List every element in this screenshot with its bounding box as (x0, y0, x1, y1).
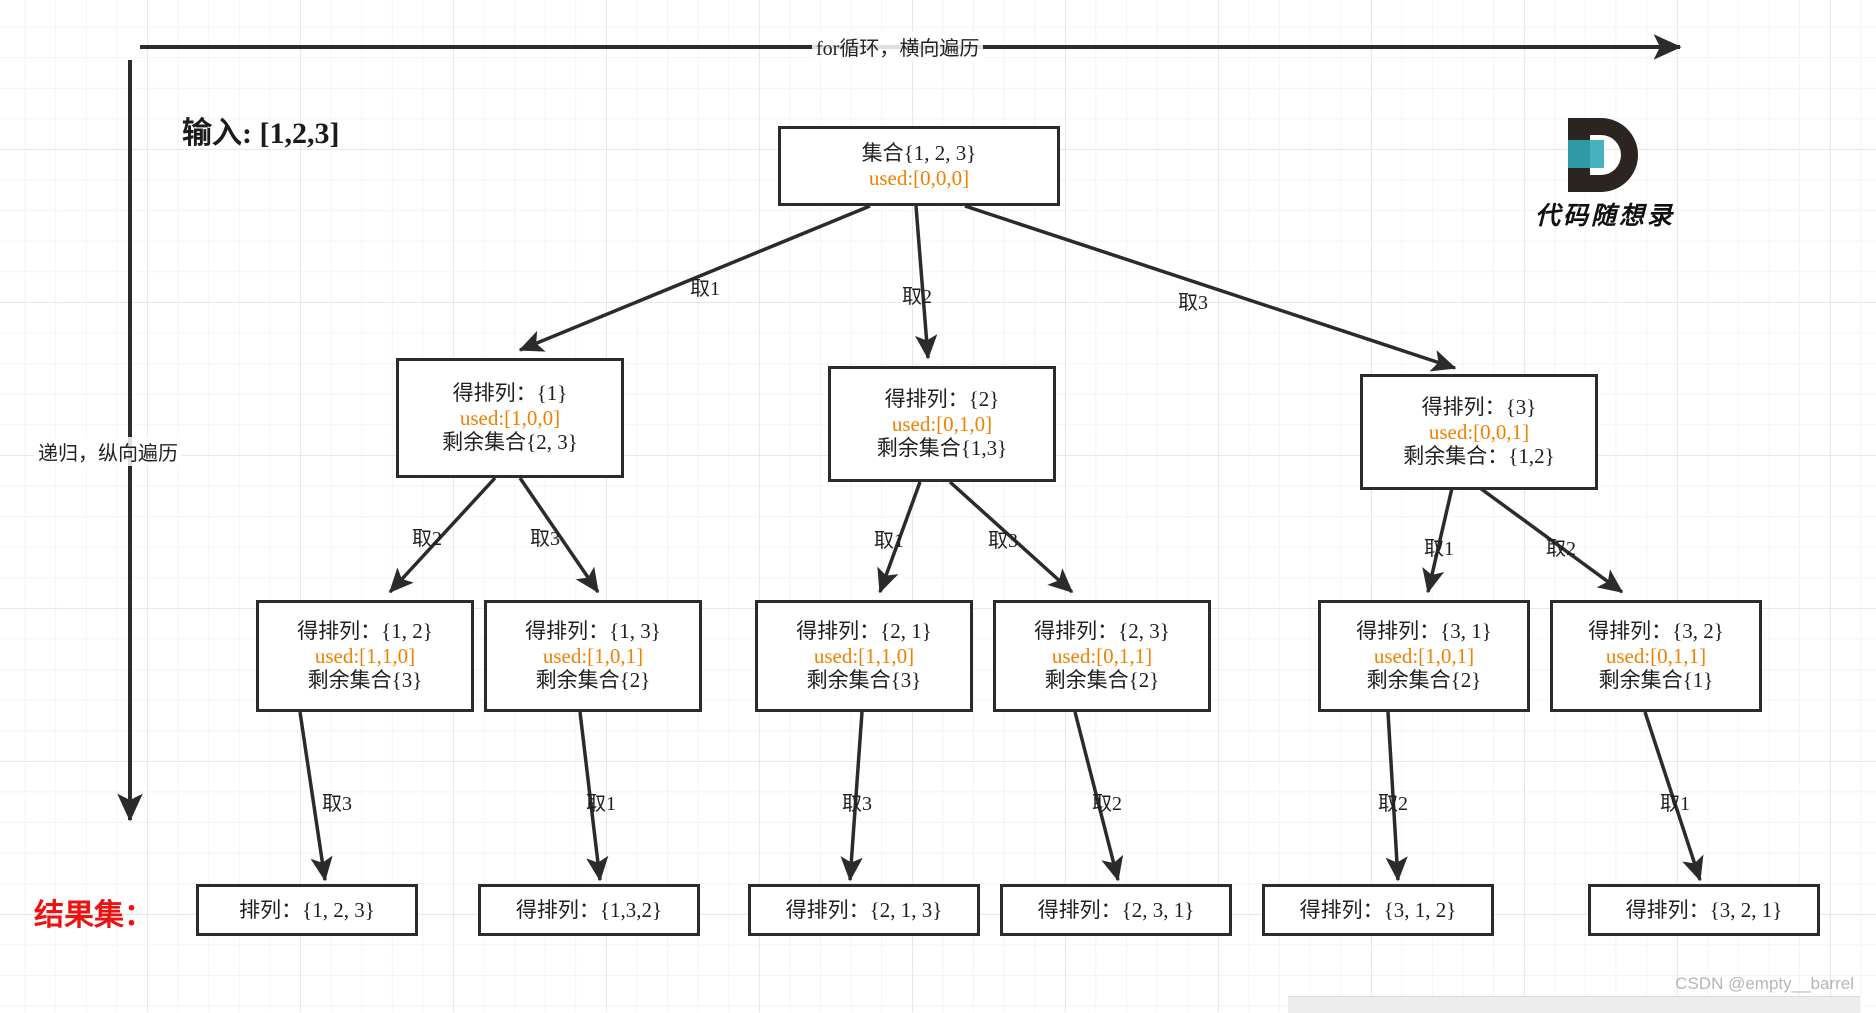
tree-node-l2-6[interactable]: 得排列：{3, 2} used:[0,1,1] 剩余集合{1} (1550, 600, 1762, 712)
edge-label-l1-3-a: 取1 (1424, 538, 1454, 560)
edge-label-leaf-3: 取3 (842, 793, 872, 815)
edge-label-leaf-6: 取1 (1660, 793, 1690, 815)
result-text: 得排列：{3, 2, 1} (1625, 897, 1783, 922)
tree-node-l2-5[interactable]: 得排列：{3, 1} used:[1,0,1] 剩余集合{2} (1318, 600, 1530, 712)
result-text: 得排列：{1,3,2} (515, 897, 663, 922)
edge-label-l1-2-b: 取3 (988, 530, 1018, 552)
axis-label-horizontal: for循环，横向遍历 (812, 32, 984, 61)
node-line-1: 得排列：{3, 2} (1588, 618, 1724, 643)
node-line-3: 剩余集合{3} (307, 668, 423, 693)
node-line-1: 得排列：{2, 1} (796, 618, 932, 643)
node-line-3: 剩余集合{1} (1598, 668, 1714, 693)
result-set-label: 结果集： (34, 899, 154, 932)
node-used-array: used:[1,0,1] (542, 643, 644, 668)
edge-label-l1-1-b: 取3 (530, 528, 560, 550)
edge-label-l1-3-b: 取2 (1546, 538, 1576, 560)
node-line-1: 得排列：{1, 3} (525, 618, 661, 643)
letter-d-icon (1562, 118, 1648, 192)
edge-label-leaf-1: 取3 (322, 793, 352, 815)
tree-node-l2-4[interactable]: 得排列：{2, 3} used:[0,1,1] 剩余集合{2} (993, 600, 1211, 712)
edge-label-root-2: 取2 (902, 286, 932, 308)
result-node-2[interactable]: 得排列：{1,3,2} (478, 884, 700, 936)
node-line-1: 得排列：{2, 3} (1034, 618, 1170, 643)
tree-node-l1-2[interactable]: 得排列：{2} used:[0,1,0] 剩余集合{1,3} (828, 366, 1056, 482)
result-text: 得排列：{2, 1, 3} (785, 897, 943, 922)
edge-label-leaf-5: 取2 (1378, 793, 1408, 815)
node-used-array: used:[1,0,0] (459, 405, 561, 430)
tree-node-root[interactable]: 集合{1, 2, 3} used:[0,0,0] (778, 126, 1060, 206)
node-line-1: 得排列：{1} (452, 380, 568, 405)
node-line-1: 得排列：{3} (1421, 394, 1537, 419)
node-line-1: 得排列：{2} (884, 386, 1000, 411)
edge-label-root-1: 取1 (690, 278, 720, 300)
node-used-array: used:[0,0,0] (868, 166, 970, 190)
node-line-3: 剩余集合{1,3} (876, 436, 1008, 461)
node-line-3: 剩余集合{2} (1366, 668, 1482, 693)
edge-label-leaf-2: 取1 (586, 793, 616, 815)
brand-logo: 代码随想录 (1505, 118, 1705, 232)
node-used-array: used:[1,1,0] (813, 643, 915, 668)
watermark-text: CSDN @empty__barrel (1675, 974, 1854, 993)
tree-node-l2-1[interactable]: 得排列：{1, 2} used:[1,1,0] 剩余集合{3} (256, 600, 474, 712)
edge-label-leaf-4: 取2 (1092, 793, 1122, 815)
node-used-array: used:[0,0,1] (1428, 419, 1530, 444)
result-node-5[interactable]: 得排列：{3, 1, 2} (1262, 884, 1494, 936)
result-node-4[interactable]: 得排列：{2, 3, 1} (1000, 884, 1232, 936)
edge-label-l1-1-a: 取2 (412, 528, 442, 550)
node-line-1: 得排列：{3, 1} (1356, 618, 1492, 643)
node-used-array: used:[1,1,0] (314, 643, 416, 668)
tree-node-l2-3[interactable]: 得排列：{2, 1} used:[1,1,0] 剩余集合{3} (755, 600, 973, 712)
edge-label-l1-2-a: 取1 (874, 530, 904, 552)
node-line-1: 集合{1, 2, 3} (861, 141, 977, 166)
node-line-3: 剩余集合：{1,2} (1403, 444, 1555, 469)
node-line-3: 剩余集合{2} (1044, 668, 1160, 693)
node-line-3: 剩余集合{3} (806, 668, 922, 693)
edge-label-root-3: 取3 (1178, 292, 1208, 314)
node-used-array: used:[1,0,1] (1373, 643, 1475, 668)
tree-node-l2-2[interactable]: 得排列：{1, 3} used:[1,0,1] 剩余集合{2} (484, 600, 702, 712)
bottom-bar (1288, 996, 1860, 1013)
tree-node-l1-1[interactable]: 得排列：{1} used:[1,0,0] 剩余集合{2, 3} (396, 358, 624, 478)
result-text: 得排列：{2, 3, 1} (1037, 897, 1195, 922)
node-used-array: used:[0,1,0] (891, 411, 993, 436)
result-text: 排列：{1, 2, 3} (239, 897, 375, 922)
node-line-1: 得排列：{1, 2} (297, 618, 433, 643)
result-node-3[interactable]: 得排列：{2, 1, 3} (748, 884, 980, 936)
node-line-3: 剩余集合{2, 3} (442, 430, 578, 455)
node-used-array: used:[0,1,1] (1605, 643, 1707, 668)
result-text: 得排列：{3, 1, 2} (1299, 897, 1457, 922)
result-node-6[interactable]: 得排列：{3, 2, 1} (1588, 884, 1820, 936)
axis-label-vertical: 递归，纵向遍历 (34, 437, 182, 466)
input-label: 输入: [1,2,3] (182, 117, 340, 150)
brand-caption: 代码随想录 (1534, 203, 1675, 230)
node-used-array: used:[0,1,1] (1051, 643, 1153, 668)
node-line-3: 剩余集合{2} (535, 668, 651, 693)
result-node-1[interactable]: 排列：{1, 2, 3} (196, 884, 418, 936)
tree-node-l1-3[interactable]: 得排列：{3} used:[0,0,1] 剩余集合：{1,2} (1360, 374, 1598, 490)
